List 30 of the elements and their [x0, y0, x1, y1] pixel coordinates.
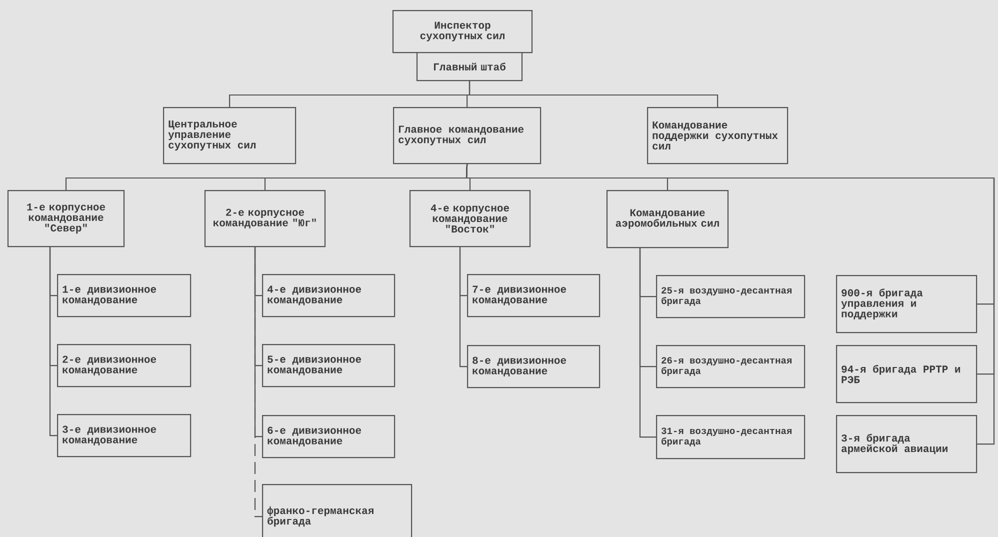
connector-line — [639, 247, 656, 438]
org-box: 26-я воздушно-десантная бригада — [656, 345, 806, 388]
org-box: 5-е дивизионное командование — [262, 344, 396, 388]
connector-line — [459, 246, 467, 368]
org-box: 3-я бригада армейской авиации — [836, 415, 978, 474]
org-box: 4-е корпусное командование "Восток" — [409, 190, 531, 248]
org-box: Главный штаб — [416, 52, 523, 82]
org-box: 94-я бригада РРТР и РЭБ — [836, 345, 978, 404]
org-box: 4-е дивизионное командование — [262, 274, 396, 318]
connector-line — [49, 246, 57, 436]
org-box: 25-я воздушно-десантная бригада — [656, 275, 806, 318]
org-box: 6-е дивизионное командование — [262, 415, 396, 458]
org-box: 1-е корпусное командование "Север" — [7, 190, 125, 248]
connector-line — [254, 246, 262, 518]
org-box: 1-е дивизионное командование — [57, 274, 192, 318]
org-box: франко-германская бригада — [262, 484, 412, 537]
org-box: Центральное управление сухопутных сил — [163, 107, 296, 164]
org-box: 31-я воздушно-десантная бригада — [656, 415, 806, 460]
org-box: 2-е корпусное командование "Юг" — [204, 190, 326, 248]
org-box: Главное командование сухопутных сил — [393, 107, 542, 164]
org-box: 7-е дивизионное командование — [467, 274, 600, 318]
org-box: 2-е дивизионное командование — [57, 344, 192, 388]
connector-line — [468, 81, 718, 107]
org-box: 8-е дивизионное командование — [467, 345, 600, 388]
org-box: Инспектор сухопутных сил — [392, 10, 533, 54]
org-box: Командование поддержки сухопутных сил — [647, 107, 788, 164]
connector-line — [466, 164, 995, 445]
org-box: 900-я бригада управления и поддержки — [836, 275, 978, 334]
org-box: 3-е дивизионное командование — [57, 414, 192, 458]
org-box: Командование аэромобильных сил — [606, 190, 729, 248]
